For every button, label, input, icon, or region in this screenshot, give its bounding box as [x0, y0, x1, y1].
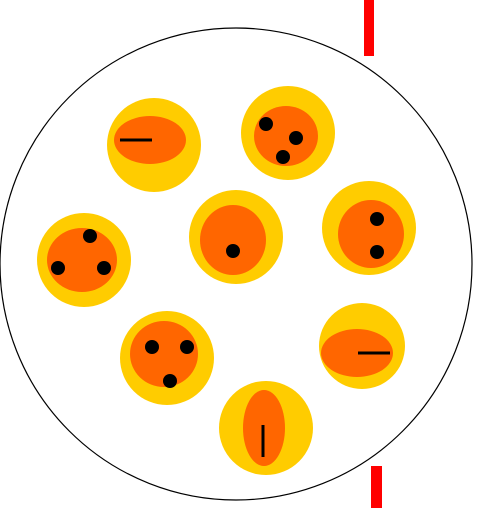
pip-mark: [276, 150, 290, 164]
token-two-pips-right[interactable]: [322, 181, 416, 275]
token-three-pips-bottom-left[interactable]: [120, 311, 214, 405]
pip-mark: [226, 244, 240, 258]
pip-mark: [289, 131, 303, 145]
pip-mark: [180, 340, 194, 354]
top-marker: [364, 0, 374, 56]
pip-mark: [163, 374, 177, 388]
pip-mark: [83, 229, 97, 243]
token-inner-circle: [130, 321, 198, 387]
bottom-marker: [371, 466, 382, 508]
pip-mark: [259, 117, 273, 131]
pip-mark: [97, 261, 111, 275]
token-inner-circle: [338, 200, 404, 268]
token-line-vertical-bottom[interactable]: [219, 381, 313, 475]
pip-mark: [145, 340, 159, 354]
token-line-horizontal-bottom-right[interactable]: [319, 303, 405, 389]
pip-mark: [370, 245, 384, 259]
token-line-horizontal-top-left[interactable]: [107, 98, 201, 192]
token-one-pip-center[interactable]: [189, 190, 283, 284]
token-inner-circle: [47, 228, 117, 292]
tokens-layer: [37, 86, 416, 475]
pip-mark: [51, 261, 65, 275]
token-inner-circle: [200, 205, 266, 275]
token-three-pips-top-right[interactable]: [241, 86, 335, 180]
token-three-pips-left[interactable]: [37, 213, 131, 307]
pip-mark: [370, 212, 384, 226]
